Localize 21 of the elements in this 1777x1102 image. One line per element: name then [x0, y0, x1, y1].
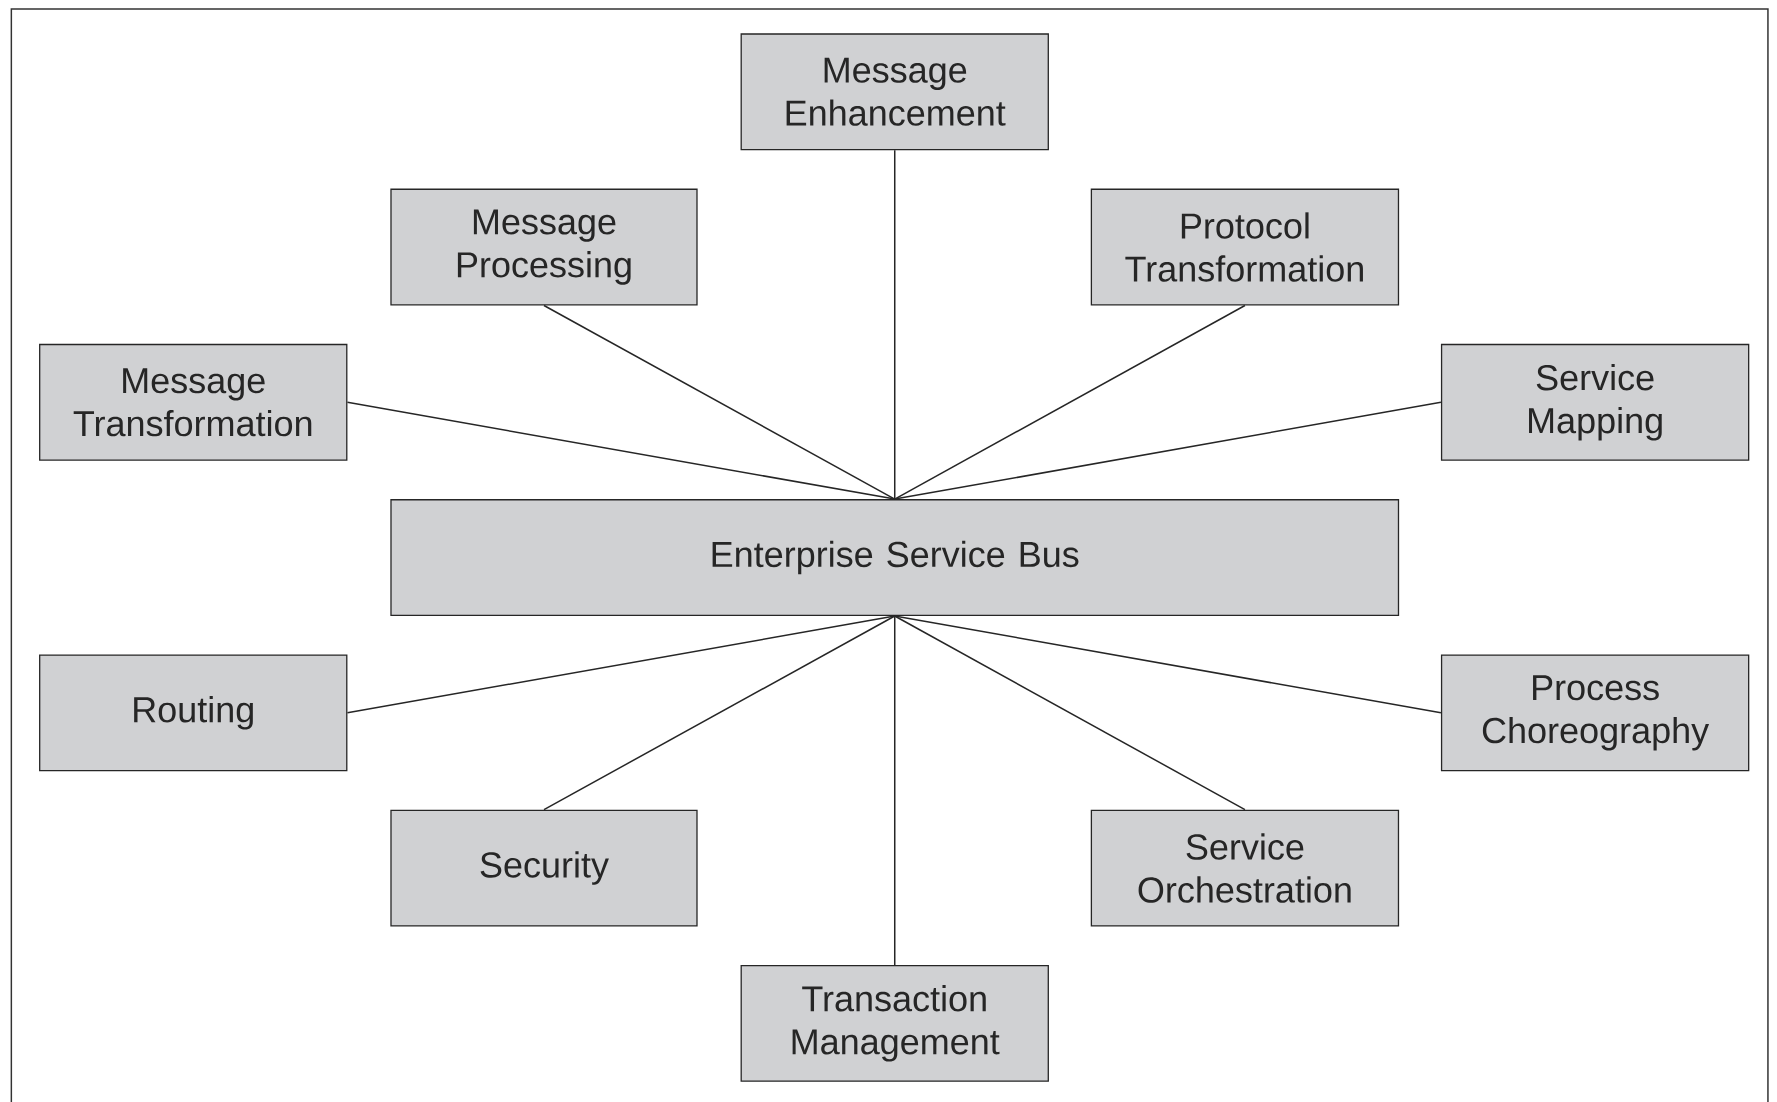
connector-line — [894, 615, 1442, 714]
component-box: Service Orchestration — [1090, 809, 1400, 927]
component-box: Routing — [39, 654, 348, 772]
component-box: Message Processing — [390, 188, 698, 306]
connector-line — [894, 304, 1246, 500]
component-box: Message Enhancement — [740, 33, 1049, 151]
component-box: Transaction Management — [740, 964, 1049, 1082]
bus-box: Enterprise Service Bus — [390, 499, 1400, 616]
component-box: Process Choreography — [1440, 654, 1750, 772]
connector-line — [543, 615, 896, 811]
connector-line — [894, 401, 1442, 500]
component-box: Security — [390, 809, 698, 927]
connector-line — [543, 304, 896, 500]
connector-line — [346, 401, 896, 500]
connector-line — [894, 615, 896, 966]
connector-line — [894, 615, 1246, 811]
connector-line — [346, 615, 896, 714]
component-box: Message Transformation — [39, 343, 348, 461]
component-box: Service Mapping — [1440, 343, 1750, 461]
component-box: Protocol Transformation — [1090, 188, 1400, 306]
connector-line — [894, 149, 896, 500]
